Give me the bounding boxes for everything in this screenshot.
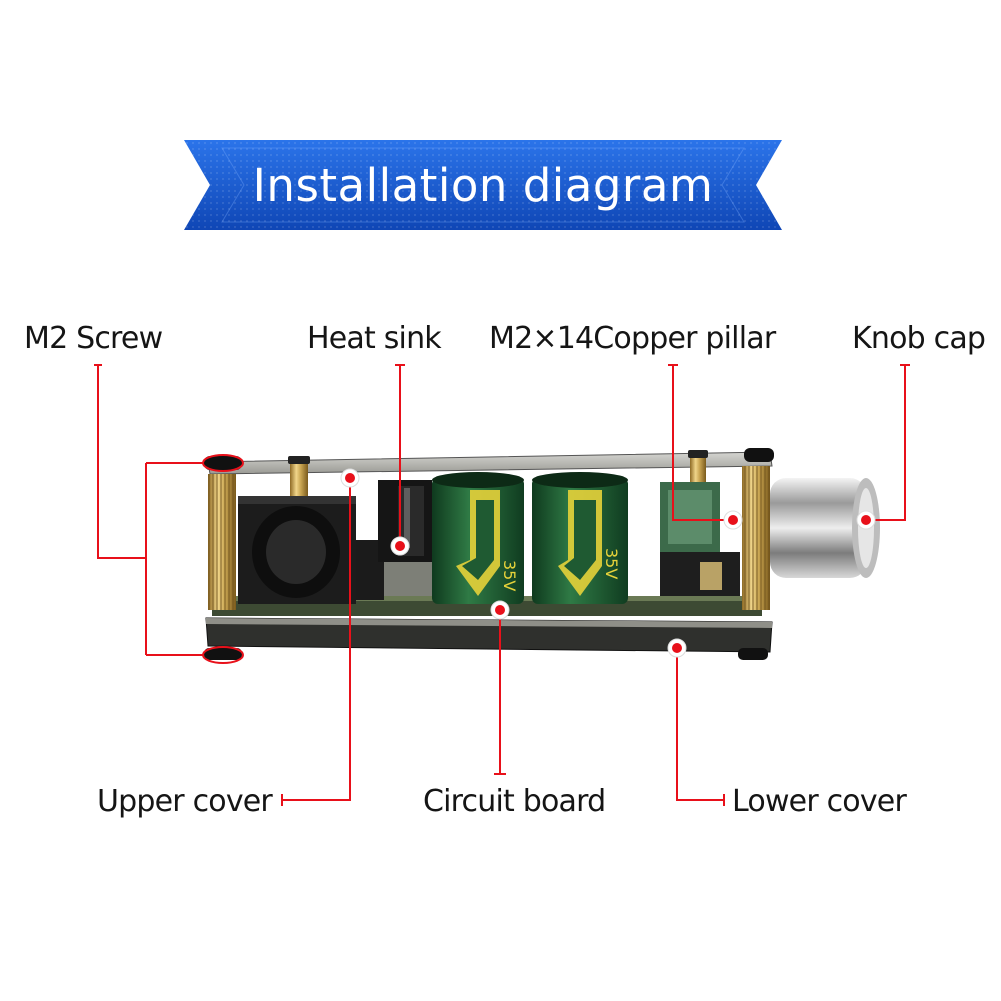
label-knob-cap: Knob cap: [852, 321, 986, 356]
leader-m2-screw: [94, 364, 203, 656]
title-banner: Installation diagram: [184, 140, 782, 230]
leader-knob-cap: [866, 364, 910, 521]
dot-lower-cover: [672, 643, 682, 653]
dot-upper-cover: [345, 473, 355, 483]
label-upper-cover: Upper cover: [97, 784, 273, 819]
screw-top-left: [204, 456, 242, 470]
leader-lines: [94, 364, 910, 806]
label-circuit-board: Circuit board: [423, 784, 606, 819]
copper-pillar-left: [208, 474, 236, 610]
capacitor-2-marking: 35V: [602, 548, 621, 579]
leader-heat-sink: [395, 364, 405, 546]
voltage-regulator: [660, 482, 740, 596]
heat-sink: [378, 480, 432, 562]
label-lower-cover: Lower cover: [732, 784, 907, 819]
capacitor-1: 35V: [432, 472, 524, 604]
dot-knob-cap: [861, 515, 871, 525]
heat-sink-base: [384, 560, 434, 596]
dot-heat-sink: [395, 541, 405, 551]
screw-bottom-right: [738, 648, 768, 660]
copper-pillar-right: [742, 466, 770, 610]
dot-copper-pillar: [728, 515, 738, 525]
upper-cover-panel: [207, 451, 773, 475]
capacitor-1-marking: 35V: [500, 560, 519, 591]
rear-screw-left: [288, 456, 310, 464]
banner-ribbon-shape: [184, 140, 782, 230]
screw-bottom-left: [204, 648, 242, 660]
rear-screw-right: [688, 450, 708, 458]
dot-circuit-board: [495, 605, 505, 615]
page-title: Installation diagram: [252, 158, 714, 212]
leader-lower-cover: [676, 648, 725, 806]
audio-jack: [238, 496, 356, 604]
capacitor-2: 35V: [532, 472, 628, 604]
label-heat-sink: Heat sink: [307, 321, 442, 356]
leader-copper-pillar: [668, 364, 733, 521]
leader-upper-cover: [281, 478, 351, 806]
label-m2-screw: M2 Screw: [24, 321, 163, 356]
marker-dots: [340, 468, 876, 658]
screw-top-right: [744, 448, 774, 462]
label-copper-pillar: M2×14Copper pillar: [489, 321, 776, 356]
lower-cover-panel: [205, 617, 773, 653]
leader-circuit-board: [494, 610, 506, 775]
